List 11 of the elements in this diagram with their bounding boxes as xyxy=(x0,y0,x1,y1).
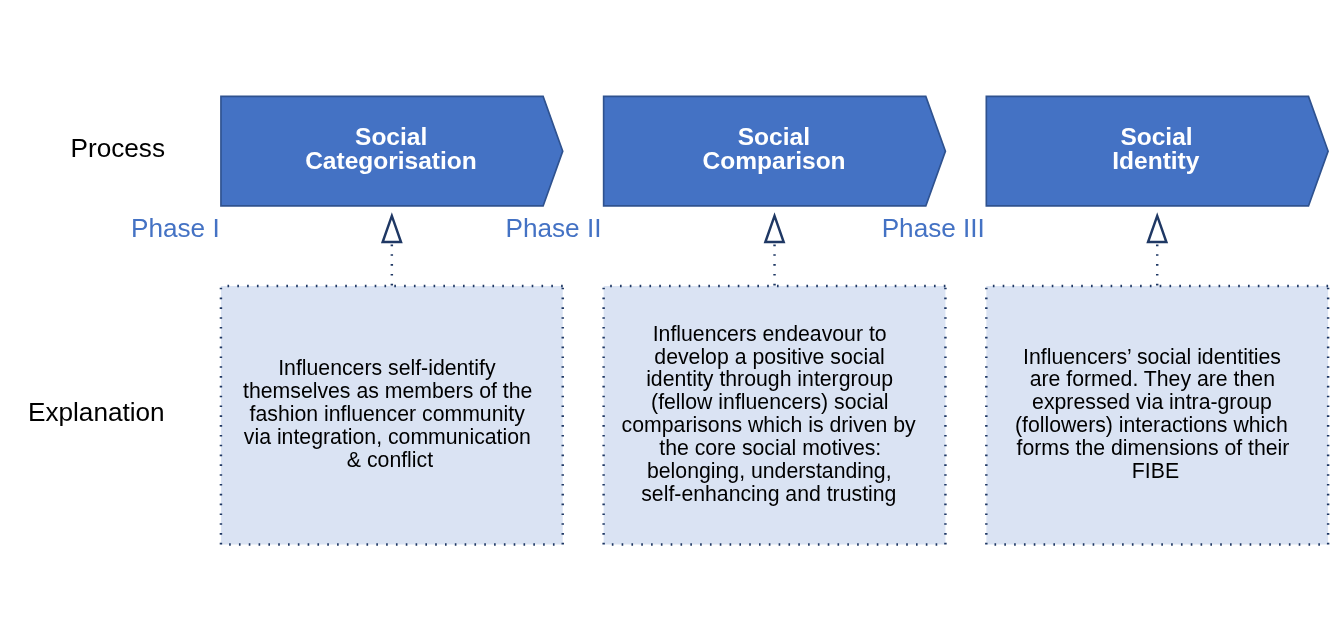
arrow xyxy=(380,211,403,285)
node-label: Phase III xyxy=(881,212,985,243)
node-box: Influencers self-identify themselves as members of the fashion influencer community via integration, communication & conflict xyxy=(219,284,564,546)
node-label: Phase II xyxy=(505,212,602,243)
node-box: Influencers endeavour to develop a positive social identity through intergroup (fellow influencers) social comparisons which is driven by the core social motives: belonging, understanding, self-enhancing and trusting xyxy=(602,284,947,546)
node-box: Influencers’ social identities are formed. They are then expressed via intra-group (followers) interactions which forms the dimensions of their FIBE xyxy=(985,284,1330,546)
arrow xyxy=(1146,211,1169,285)
label: Process xyxy=(70,132,165,163)
label: Explanation xyxy=(27,396,165,427)
node-label: Phase I xyxy=(130,212,220,243)
arrow xyxy=(763,211,786,285)
